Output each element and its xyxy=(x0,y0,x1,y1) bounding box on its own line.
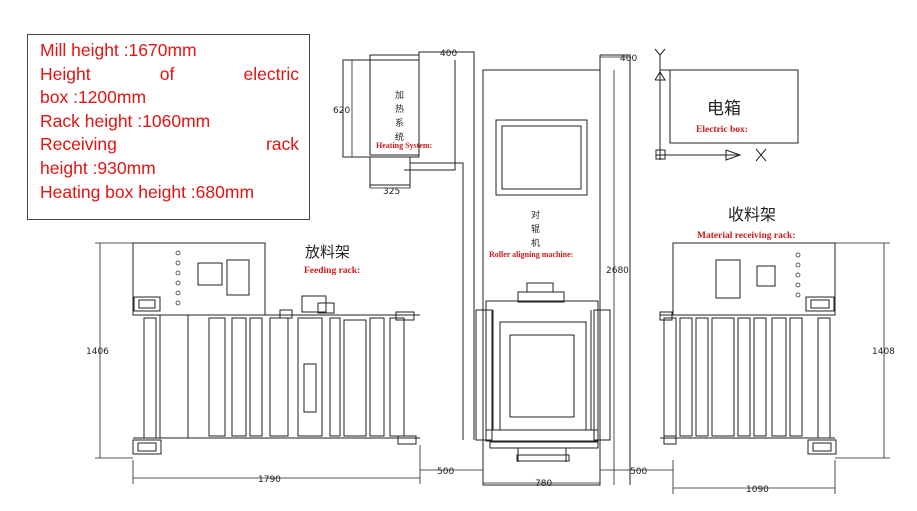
spec-mill-height: Mill height :1670mm xyxy=(40,40,197,60)
spec-electric-box-height-line1: Height of electric xyxy=(40,63,299,87)
roller-aligning-machine-label: Roller aligning machine: xyxy=(489,250,573,259)
spec-electric-box-height-line2: box :1200mm xyxy=(40,87,147,108)
spec-word: of xyxy=(159,63,175,84)
receiving-rack-label: Material receiving rack: xyxy=(697,231,795,241)
dimension-2680: 2680 xyxy=(606,266,629,276)
dimension-780: 780 xyxy=(535,479,552,489)
dimension-1090: 1090 xyxy=(746,485,769,495)
electric-box-label: Electric box: xyxy=(696,125,748,135)
spec-word: electric xyxy=(243,63,299,84)
spec-rack-height: Rack height :1060mm xyxy=(40,110,211,131)
electric-box xyxy=(654,48,799,162)
heating-system xyxy=(342,51,475,440)
heating-cn-char: 热 xyxy=(395,103,404,115)
receiving-rack-cn-label: 收料架 xyxy=(728,205,776,224)
heating-cn-char: 统 xyxy=(395,131,404,143)
receiving-rack xyxy=(659,242,837,455)
dimension-500-left: 500 xyxy=(437,467,454,477)
dimension-400-heating: 400 xyxy=(440,49,457,59)
dimension-400-electric: 400 xyxy=(620,54,637,64)
spec-receiving-rack-line1: Receiving rack xyxy=(40,133,299,157)
dimension-325: 325 xyxy=(383,187,400,197)
heating-system-label: Heating System: xyxy=(376,141,432,150)
heating-cn-char: 加 xyxy=(395,90,404,101)
aligner-cn-char: 辊 xyxy=(531,223,540,235)
feeding-rack-cn-label: 放料架 xyxy=(305,243,350,261)
aligner-cn-char: 对 xyxy=(531,209,540,221)
aligner-cn-char: 机 xyxy=(531,237,540,249)
spec-receiving-rack-line2: height :930mm xyxy=(40,157,156,178)
feeding-rack-label: Feeding rack: xyxy=(304,266,360,276)
dimension-1406: 1406 xyxy=(86,347,109,357)
heating-cn-char: 系 xyxy=(395,118,404,129)
dimension-lines xyxy=(95,51,890,494)
spec-heating-box-height: Heating box height :680mm xyxy=(40,181,255,202)
spec-word: rack xyxy=(265,134,299,155)
roller-aligning-machine xyxy=(475,54,631,486)
dimension-620: 620 xyxy=(333,106,350,116)
indicator-dots xyxy=(175,250,801,306)
specifications-box: Mill height :1670mm Height of electric b… xyxy=(27,34,310,220)
electric-box-cn-label: 电箱 xyxy=(707,99,741,119)
spec-word: Height xyxy=(40,63,91,84)
dimension-1408: 1408 xyxy=(872,347,895,357)
dimension-500-right: 500 xyxy=(630,467,647,477)
spec-word: Receiving xyxy=(40,134,117,155)
dimension-1790: 1790 xyxy=(258,475,281,485)
feeding-rack xyxy=(132,242,420,455)
